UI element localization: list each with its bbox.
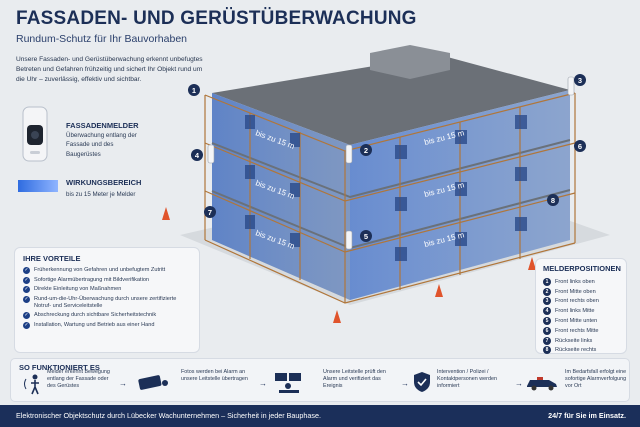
facade-sensor-icon — [22, 106, 48, 162]
page-title: FASSADEN- UND GERÜSTÜBERWACHUNG — [16, 8, 417, 29]
check-icon: ✓ — [23, 276, 30, 284]
building-roof — [212, 55, 570, 145]
how-it-works-strip: SO FUNKTIONIERT ES Melder erkennt Bewegu… — [10, 358, 630, 402]
control-room-icon — [275, 373, 301, 393]
positions-title: MELDERPOSITIONEN — [543, 264, 621, 273]
advantages-box: IHRE VORTEILE ✓Früherkennung von Gefahre… — [14, 247, 200, 353]
arrow-right-icon: → — [259, 379, 267, 388]
footer-availability: 24/7 für Sie im Einsatz. — [548, 411, 626, 420]
list-item: ✓Direkte Einleitung von Maßnahmen — [23, 286, 122, 294]
advantages-title: IHRE VORTEILE — [23, 254, 81, 263]
marker-4: 4 — [195, 151, 200, 160]
legend-sensor-title: FASSADENMELDER — [66, 121, 139, 130]
motion-person-icon — [24, 374, 39, 395]
how-title: SO FUNKTIONIERT ES — [19, 363, 100, 372]
arrow-right-icon: → — [401, 379, 409, 388]
sensor-device — [345, 144, 353, 164]
check-icon: ✓ — [23, 295, 30, 303]
sensor-device — [567, 76, 575, 96]
camera-icon — [138, 375, 168, 390]
intro-text: Unsere Fassaden- und Gerüstüberwachung e… — [16, 56, 203, 83]
check-icon: ✓ — [23, 286, 30, 294]
step-3-text: Unsere Leitstelle prüft den Alarm und ve… — [323, 369, 386, 390]
step-4-text: Intervention / Polizei / Kontaktpersonen… — [437, 369, 497, 390]
marker-2: 2 — [364, 146, 368, 155]
building-illustration: bis zu 15 m bis zu 15 m bis zu 15 m bis … — [162, 45, 610, 323]
marker-8: 8 — [551, 196, 555, 205]
arrow-right-icon: → — [515, 379, 523, 388]
list-item: ✓Sofortige Alarmübertragung mit Bildveri… — [23, 276, 150, 284]
arrow-right-icon: → — [119, 379, 127, 388]
marker-1: 1 — [192, 86, 196, 95]
shield-check-icon — [414, 372, 430, 392]
legend-range-title: WIRKUNGSBEREICH — [66, 178, 142, 187]
marker-5: 5 — [364, 232, 368, 241]
marker-7: 7 — [208, 208, 212, 217]
step-5-text: Im Bedarfsfall erfolgt eine sofortige Al… — [565, 369, 627, 390]
legend-sensor-text: Überwachung entlang der Fassade und des … — [66, 132, 137, 158]
range-swatch — [18, 180, 58, 192]
marker-3: 3 — [578, 76, 582, 85]
step-2-text: Fotos werden bei Alarm an unsere Leitste… — [181, 369, 248, 383]
list-item: ✓Installation, Wartung und Betrieb aus e… — [23, 321, 155, 329]
list-item: ✓Rund-um-die-Uhr-Überwachung durch unser… — [23, 295, 177, 309]
sensor-device — [207, 144, 215, 164]
footer-claim: Elektronischer Objektschutz durch Lübeck… — [16, 411, 321, 420]
list-item: ✓Abschreckung durch sichtbare Sicherheit… — [23, 312, 157, 320]
step-1-text: Melder erkennt Bewegung entlang der Fass… — [47, 369, 110, 390]
marker-6: 6 — [578, 142, 582, 151]
sensor-device — [345, 230, 353, 250]
patrol-car-icon — [527, 377, 557, 391]
traffic-cones — [162, 207, 536, 323]
legend-range-text: bis zu 15 Meter je Melder — [66, 191, 136, 198]
footer-bar: Elektronischer Objektschutz durch Lübeck… — [0, 405, 640, 427]
detection-zone-left — [212, 93, 350, 300]
page-subtitle: Rundum-Schutz für Ihr Bauvorhaben — [16, 33, 188, 45]
check-icon: ✓ — [23, 321, 30, 329]
check-icon: ✓ — [23, 267, 30, 274]
check-icon: ✓ — [23, 312, 30, 320]
list-item: ✓Früherkennung von Gefahren und unbefugt… — [23, 267, 166, 274]
